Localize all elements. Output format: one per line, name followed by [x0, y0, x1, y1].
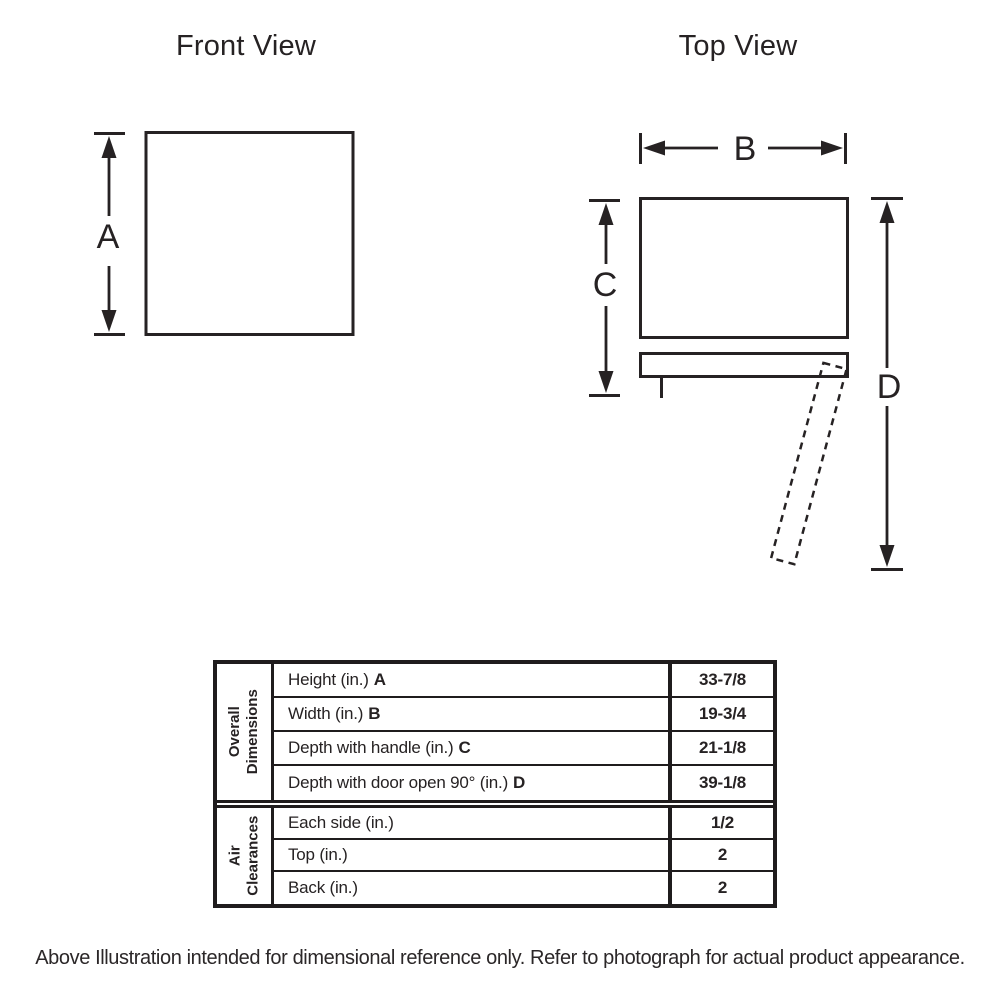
- section-header-text: Air Clearances: [226, 815, 261, 897]
- row-value-each-side: 1/2: [672, 808, 773, 840]
- row-value-top: 2: [672, 840, 773, 872]
- table-section-overall-dimensions: Overall Dimensions Height (in.)A 33-7/8 …: [217, 664, 773, 803]
- table-section-air-clearances: Air Clearances Each side (in.) 1/2 Top (…: [217, 805, 773, 904]
- row-label-each-side: Each side (in.): [274, 808, 672, 840]
- front-view-title: Front View: [175, 30, 317, 62]
- dim-d-down-arrowhead: [879, 545, 895, 567]
- dim-d-up-arrowhead: [879, 201, 895, 223]
- dim-a-label: A: [97, 218, 120, 256]
- dimension-table: Overall Dimensions Height (in.)A 33-7/8 …: [213, 660, 777, 908]
- section-header-overall-dimensions: Overall Dimensions: [217, 664, 274, 800]
- top-view-title: Top View: [678, 30, 798, 62]
- dim-a-up-arrowhead: [101, 136, 117, 158]
- dim-b-label: B: [734, 130, 757, 168]
- dim-b-left-arrowhead: [643, 140, 665, 156]
- row-label-top: Top (in.): [274, 840, 672, 872]
- top-view-door-open-dashed: [769, 361, 849, 566]
- dimension-diagram: A B C D: [94, 130, 903, 571]
- dim-d-label: D: [877, 368, 902, 406]
- dim-a-down-arrowhead: [101, 310, 117, 332]
- row-label-width: Width (in.)B: [274, 698, 672, 732]
- dim-b-right-arrowhead: [821, 140, 843, 156]
- section-header-air-clearances: Air Clearances: [217, 808, 274, 904]
- top-view-cabinet-box: [639, 197, 849, 339]
- row-value-back: 2: [717, 878, 728, 897]
- section-header-text: Overall Dimensions: [226, 689, 261, 775]
- dim-c-down-arrowhead: [598, 371, 614, 393]
- dim-c-label: C: [593, 266, 618, 304]
- row-label-back: Back (in.): [274, 872, 672, 904]
- row-label-height: Height (in.)A: [274, 664, 672, 698]
- row-label-depth-handle: Depth with handle (in.)C: [274, 732, 672, 766]
- front-view-box: [144, 131, 355, 336]
- row-label-depth-door-open: Depth with door open 90° (in.)D: [274, 766, 672, 800]
- row-value-width: 19-3/4: [672, 698, 773, 732]
- row-value-depth-handle: 21-1/8: [672, 732, 773, 766]
- top-view-door-closed: [639, 352, 849, 378]
- footer-disclaimer: Above Illustration intended for dimensio…: [35, 947, 965, 969]
- dim-c-up-arrowhead: [598, 203, 614, 225]
- row-value-height: 33-7/8: [672, 664, 773, 698]
- row-value-depth-door-open: 39-1/8: [698, 773, 746, 792]
